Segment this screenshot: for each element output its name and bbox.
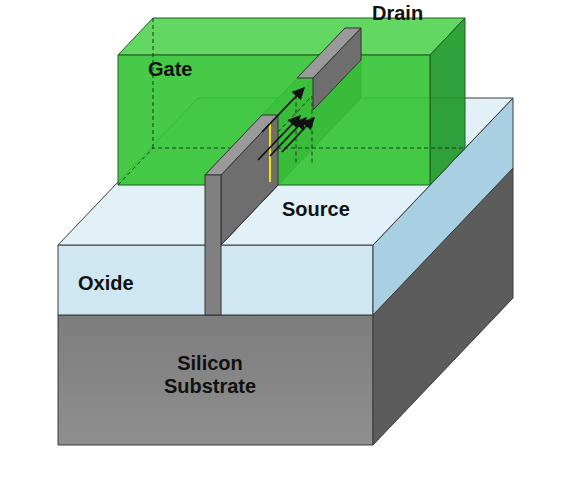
gate-side <box>430 18 465 185</box>
channel-line <box>269 122 271 182</box>
part-label: Source <box>282 198 350 221</box>
part-label: Drain <box>372 2 423 25</box>
substrate-front <box>58 315 373 445</box>
fin-top-back <box>297 28 361 78</box>
part-label: Silicon Substrate <box>140 352 280 398</box>
fin-top-front <box>205 115 278 175</box>
part-label: Gate <box>148 58 192 81</box>
current-arrows <box>258 88 314 160</box>
part-label: Oxide <box>78 272 134 295</box>
fin-front <box>205 175 221 315</box>
hidden-edges <box>118 18 465 185</box>
